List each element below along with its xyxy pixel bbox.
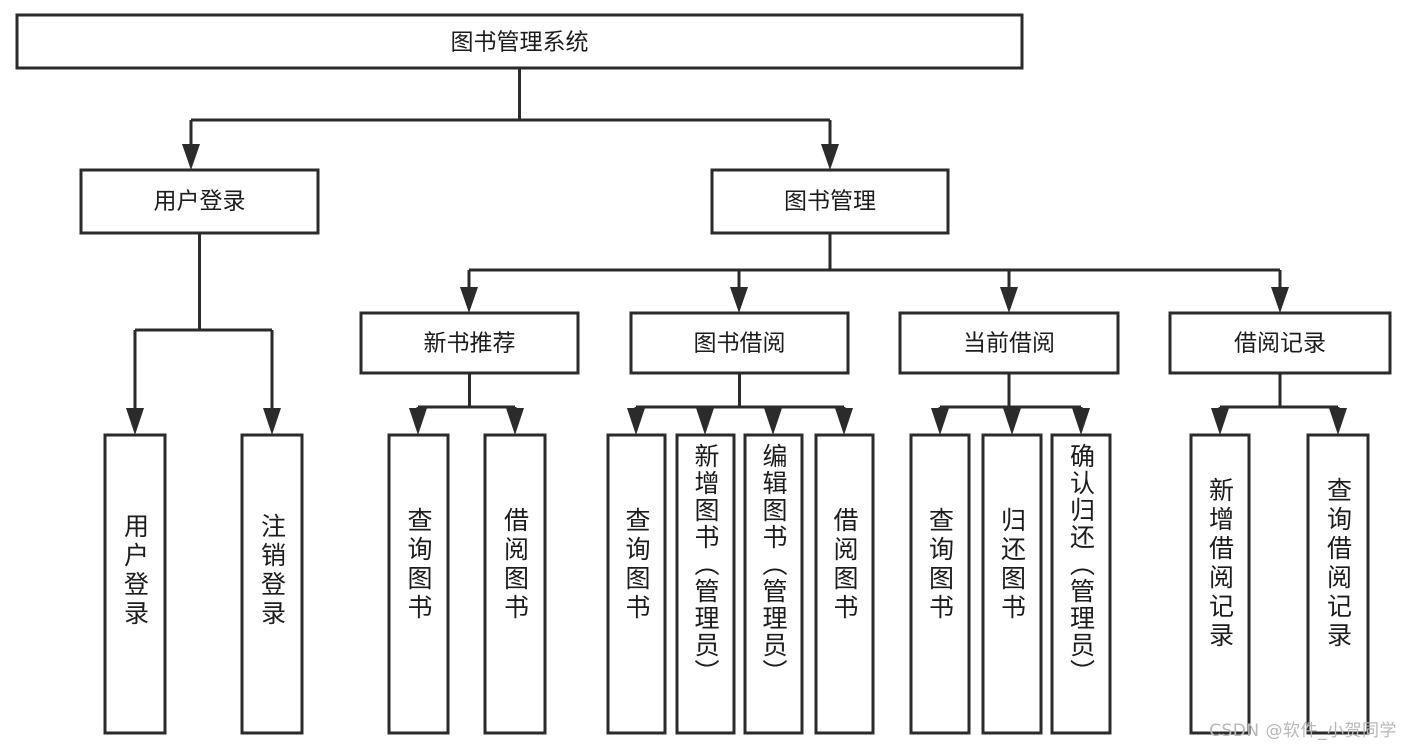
leaf-user-login-box[interactable] <box>103 433 167 735</box>
arrow-head-leaf-confirm-return <box>1072 408 1090 435</box>
user-login-label: 用户登录 <box>154 189 246 215</box>
arrow-head-leaf-return-book <box>1003 408 1021 435</box>
connector-borrow-record-to-leaves <box>1211 373 1347 435</box>
arrow-head-user-login <box>182 144 200 170</box>
new-book-recommend-box <box>359 311 580 375</box>
node-borrow-record[interactable]: 借阅记录 <box>1168 311 1392 375</box>
root-label: 图书管理系统 <box>451 30 589 56</box>
connector-line <box>938 373 1083 410</box>
arrow-head-book-manage <box>821 144 839 170</box>
borrow-record-label: 借阅记录 <box>1234 331 1326 357</box>
connector-user-login-to-leaves <box>126 233 281 435</box>
arrow-head-leaf-borrow-book-br <box>835 408 853 435</box>
new-book-recommend-label: 新书推荐 <box>424 331 516 357</box>
connector-root-to-level2 <box>182 68 839 170</box>
current-borrow-box <box>898 311 1120 375</box>
connector-line <box>416 373 517 410</box>
root-box <box>15 13 1024 70</box>
arrow-head-leaf-logout-login <box>263 408 281 435</box>
connector-line <box>467 233 1282 290</box>
leaf-add-book-admin-box[interactable] <box>675 433 736 735</box>
leaf-query-book-br-box[interactable] <box>606 433 667 735</box>
leaf-borrow-book-new-box[interactable] <box>483 433 547 735</box>
node-current-borrow[interactable]: 当前借阅 <box>898 311 1120 375</box>
leaf-query-book-cb-box[interactable] <box>909 433 971 735</box>
arrow-head-leaf-user-login <box>126 408 144 435</box>
leaf-confirm-return-box[interactable] <box>1050 433 1112 735</box>
arrow-head-current-borrow <box>1000 287 1018 313</box>
connector-line <box>1218 373 1340 410</box>
book-borrow-label: 图书借阅 <box>694 331 786 357</box>
arrow-head-leaf-query-book-br <box>627 408 645 435</box>
leaf-query-borrow-record-box[interactable] <box>1306 433 1370 735</box>
current-borrow-label: 当前借阅 <box>963 331 1055 357</box>
node-root[interactable]: 图书管理系统 <box>15 13 1024 70</box>
connector-book-borrow-to-leaves <box>627 373 853 435</box>
arrow-head-leaf-add-book-admin <box>696 408 714 435</box>
leaf-logout-login-box[interactable] <box>240 433 304 735</box>
leaf-boxes-group <box>103 433 1370 735</box>
leaf-add-borrow-record-box[interactable] <box>1189 433 1251 735</box>
leaf-return-book-box[interactable] <box>981 433 1043 735</box>
arrow-head-book-borrow <box>730 287 748 313</box>
connector-book-manage-to-level3 <box>460 233 1289 313</box>
connector-line <box>634 373 846 410</box>
user-login-box <box>79 168 320 235</box>
arrow-head-leaf-query-book-cb <box>931 408 949 435</box>
node-user-login[interactable]: 用户登录 <box>79 168 320 235</box>
connector-new-book-recommend-to-leaves <box>409 373 524 435</box>
arrow-head-leaf-edit-book-admin <box>764 408 782 435</box>
connector-line <box>133 233 274 410</box>
arrow-head-borrow-record <box>1271 287 1289 313</box>
arrow-head-new-book-recommend <box>460 287 478 313</box>
connector-current-borrow-to-leaves <box>931 373 1090 435</box>
leaf-query-book-new-box[interactable] <box>387 433 450 735</box>
leaf-borrow-book-br-box[interactable] <box>814 433 875 735</box>
book-manage-label: 图书管理 <box>784 189 876 215</box>
connector-line <box>189 68 832 148</box>
arrow-head-leaf-query-borrow-record <box>1329 408 1347 435</box>
node-book-borrow[interactable]: 图书借阅 <box>629 311 850 375</box>
node-new-book-recommend[interactable]: 新书推荐 <box>359 311 580 375</box>
arrow-head-leaf-query-book-new <box>409 408 427 435</box>
leaf-edit-book-admin-box[interactable] <box>743 433 804 735</box>
node-book-manage[interactable]: 图书管理 <box>710 168 950 235</box>
csdn-watermark: CSDN @软件_小贺同学 <box>1209 721 1397 741</box>
arrow-head-leaf-add-borrow-record <box>1211 408 1229 435</box>
arrow-head-leaf-borrow-book-new <box>506 408 524 435</box>
